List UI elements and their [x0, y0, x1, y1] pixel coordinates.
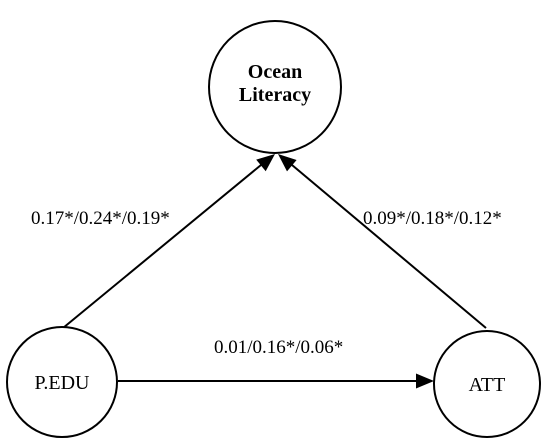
node-circle-ocean-literacy [208, 20, 342, 154]
node-pedu: P.EDU [6, 326, 118, 438]
node-att: ATT [433, 330, 541, 438]
node-label-pedu: P.EDU [34, 372, 90, 394]
node-label-att: ATT [469, 374, 506, 396]
edge-pedu-to-ocean-literacy [62, 154, 275, 329]
edge-label-pedu-att: 0.01/0.16*/0.06* [214, 337, 343, 358]
node-circle-att [433, 330, 541, 438]
node-label-ocean-line2: Literacy [239, 84, 311, 106]
edge-pedu-to-att [118, 373, 434, 389]
edge-label-pedu-ocean: 0.17*/0.24*/0.19* [31, 208, 170, 229]
arrowhead-pedu-ocean [256, 154, 275, 172]
arrowhead-pedu-att [416, 373, 434, 389]
edge-label-att-ocean: 0.09*/0.18*/0.12* [363, 208, 502, 229]
arrowhead-att-ocean [278, 154, 297, 172]
node-label-ocean-line1: Ocean [248, 61, 302, 83]
node-circle-pedu [6, 326, 118, 438]
edge-line-pedu-ocean [62, 164, 262, 329]
node-ocean-literacy: Ocean Literacy [208, 20, 342, 154]
edge-att-to-ocean-literacy [278, 154, 487, 329]
edge-line-att-ocean [291, 164, 487, 329]
